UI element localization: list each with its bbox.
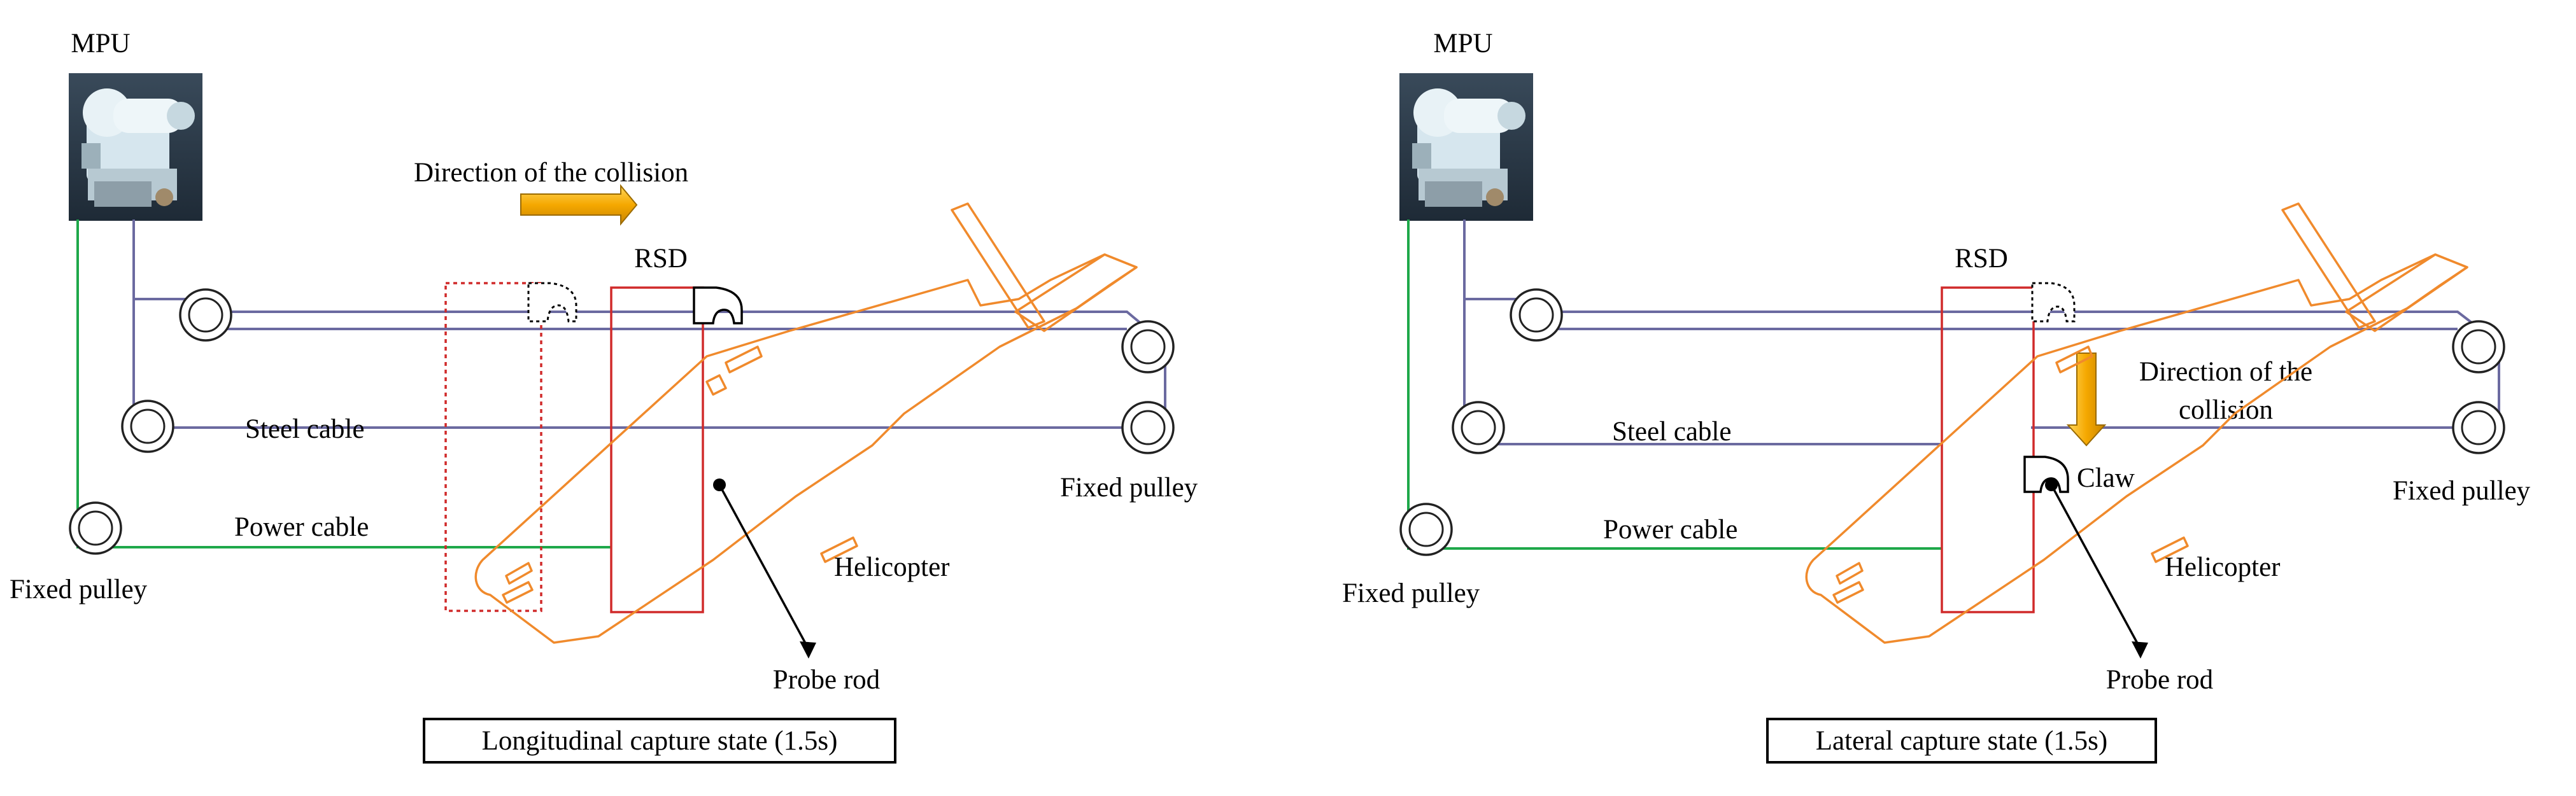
mpu-label: MPU bbox=[71, 29, 130, 59]
power-cable bbox=[76, 220, 611, 548]
fixed-pulley-right-label: Fixed pulley bbox=[1060, 473, 1198, 503]
helicopter-label: Helicopter bbox=[834, 552, 949, 582]
mpu-label: MPU bbox=[1433, 29, 1492, 59]
direction-label: Direction of the collision bbox=[414, 158, 688, 188]
pulley-bottom-right bbox=[2452, 401, 2505, 454]
steel-cable-label: Steel cable bbox=[245, 414, 364, 444]
claw-icon bbox=[693, 286, 743, 325]
claw-ghost-icon bbox=[2031, 282, 2076, 323]
claw-ghost-icon bbox=[527, 282, 577, 323]
power-cable-label: Power cable bbox=[234, 512, 369, 542]
direction-label-line2: collision bbox=[2179, 395, 2273, 425]
caption-box bbox=[423, 718, 896, 764]
mpu-machine-icon bbox=[69, 73, 202, 221]
pulley-mid-left bbox=[121, 400, 174, 453]
direction-arrow-icon bbox=[2066, 353, 2107, 447]
helicopter-outline bbox=[1805, 202, 2468, 644]
pulley-bottom-left bbox=[1399, 503, 1453, 556]
pulley-top-left bbox=[179, 288, 232, 342]
probe-rod-pointer bbox=[2050, 484, 2142, 650]
pulley-bottom-right bbox=[1121, 401, 1175, 454]
rsd-box bbox=[610, 286, 704, 613]
power-cable bbox=[1407, 220, 1942, 550]
steel-cable-label: Steel cable bbox=[1612, 417, 1731, 447]
steel-cable-return bbox=[1541, 311, 2500, 429]
rsd-box bbox=[1941, 286, 2035, 613]
caption: Longitudinal capture state (1.5s) bbox=[482, 726, 838, 756]
mpu-machine-icon bbox=[1399, 73, 1533, 221]
panel-longitudinal: MPU Direction of the collision RSD bbox=[10, 29, 1198, 764]
pulley-mid-left bbox=[1452, 401, 1505, 454]
helicopter-label: Helicopter bbox=[2165, 552, 2280, 582]
helicopter-outline bbox=[474, 202, 1138, 644]
power-cable-label: Power cable bbox=[1603, 515, 1737, 545]
probe-rod-arrowhead bbox=[2132, 641, 2148, 659]
panel-lateral: MPU RSD Claw Direction of the collision bbox=[1342, 29, 2531, 764]
pulley-top-right bbox=[1121, 320, 1175, 374]
probe-rod-label: Probe rod bbox=[773, 665, 880, 695]
fixed-pulley-left-label: Fixed pulley bbox=[10, 575, 148, 604]
probe-rod-arrowhead bbox=[800, 641, 816, 659]
rsd-previous-position bbox=[444, 282, 542, 612]
direction-arrow-icon bbox=[520, 184, 638, 226]
direction-label-line1: Direction of the bbox=[2139, 357, 2312, 387]
rsd-label: RSD bbox=[1955, 244, 2008, 274]
caption: Lateral capture state (1.5s) bbox=[1816, 726, 2107, 756]
fixed-pulley-left-label: Fixed pulley bbox=[1342, 578, 1480, 608]
probe-rod-label: Probe rod bbox=[2106, 665, 2213, 695]
fixed-pulley-right-label: Fixed pulley bbox=[2393, 476, 2531, 506]
rsd-label: RSD bbox=[634, 244, 688, 274]
pulley-top-right bbox=[2452, 320, 2505, 374]
caption-box bbox=[1766, 718, 2157, 764]
steel-cable-return bbox=[210, 311, 1166, 429]
claw-icon bbox=[2023, 456, 2069, 493]
pulley-top-left bbox=[1510, 288, 1563, 342]
probe-rod-pointer bbox=[718, 484, 810, 650]
claw-label: Claw bbox=[2077, 463, 2135, 493]
pulley-bottom-left bbox=[69, 501, 122, 555]
